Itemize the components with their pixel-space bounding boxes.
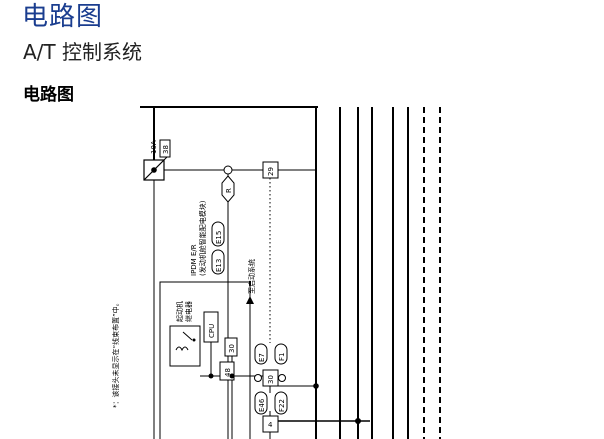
terminal-30b-label: 30 — [267, 375, 275, 384]
relay-contact — [192, 338, 196, 342]
terminal-30-label: 30 — [228, 344, 236, 353]
section-heading: 电路图 — [23, 85, 74, 105]
starter-relay-box — [169, 325, 201, 367]
page-title: 电路图 — [22, 2, 104, 32]
conn-e13-label: E13 — [215, 259, 223, 272]
splice-left — [254, 374, 262, 382]
conn-e13-badge — [211, 249, 225, 275]
ipdm-module-box — [159, 281, 251, 439]
footnote-text: *：该接头未显示在“线束布置”中。 — [111, 299, 120, 408]
terminal-4-box — [262, 415, 279, 433]
junction-dot — [229, 373, 235, 379]
page-subtitle: A/T 控制系统 — [23, 40, 142, 64]
arrow-up-icon — [246, 296, 254, 304]
relay-switch — [182, 331, 193, 341]
ipdm-label-line1: IPDM E/R — [190, 244, 198, 276]
junction-dot — [313, 383, 319, 389]
conn-e7-label: E7 — [258, 353, 266, 362]
conn-f1-badge — [274, 343, 288, 365]
conn-e46-label: E46 — [258, 398, 266, 412]
terminal-48-label: 48 — [224, 368, 232, 377]
connector-r-label: R — [225, 188, 233, 193]
conn-f22-badge — [274, 391, 288, 415]
terminal-4-label: 4 — [268, 421, 273, 429]
relay-label-line2: 继电器 — [184, 301, 193, 322]
connector-r-symbol — [221, 175, 235, 203]
splice-right — [278, 374, 286, 382]
fuse-label-box — [159, 139, 171, 158]
start-system-label: 至启动系统 — [247, 259, 256, 294]
junction-dot — [151, 167, 157, 173]
fuse-amp-label: 10A — [150, 140, 158, 154]
fuse-number-label: 38 — [162, 145, 170, 154]
ipdm-label-line2: (发动机舱智能配电模块) — [198, 200, 207, 276]
junction-dot — [355, 418, 361, 424]
terminal-29-label: 29 — [267, 167, 275, 176]
conn-e15-label: E15 — [215, 231, 223, 244]
terminal-30-box — [224, 337, 238, 357]
cpu-label: CPU — [208, 324, 216, 338]
relay-label-line1: 起动机 — [175, 301, 184, 322]
terminal-29-box — [262, 161, 279, 179]
conn-f1-label: F1 — [278, 353, 286, 361]
conn-f22-label: F22 — [278, 399, 286, 412]
splice-point — [223, 165, 233, 175]
conn-e15-badge — [211, 221, 225, 247]
conn-e46-badge — [254, 391, 268, 415]
junction-dot — [208, 373, 214, 379]
relay-coil — [175, 346, 189, 352]
conn-e7-badge — [254, 343, 268, 365]
